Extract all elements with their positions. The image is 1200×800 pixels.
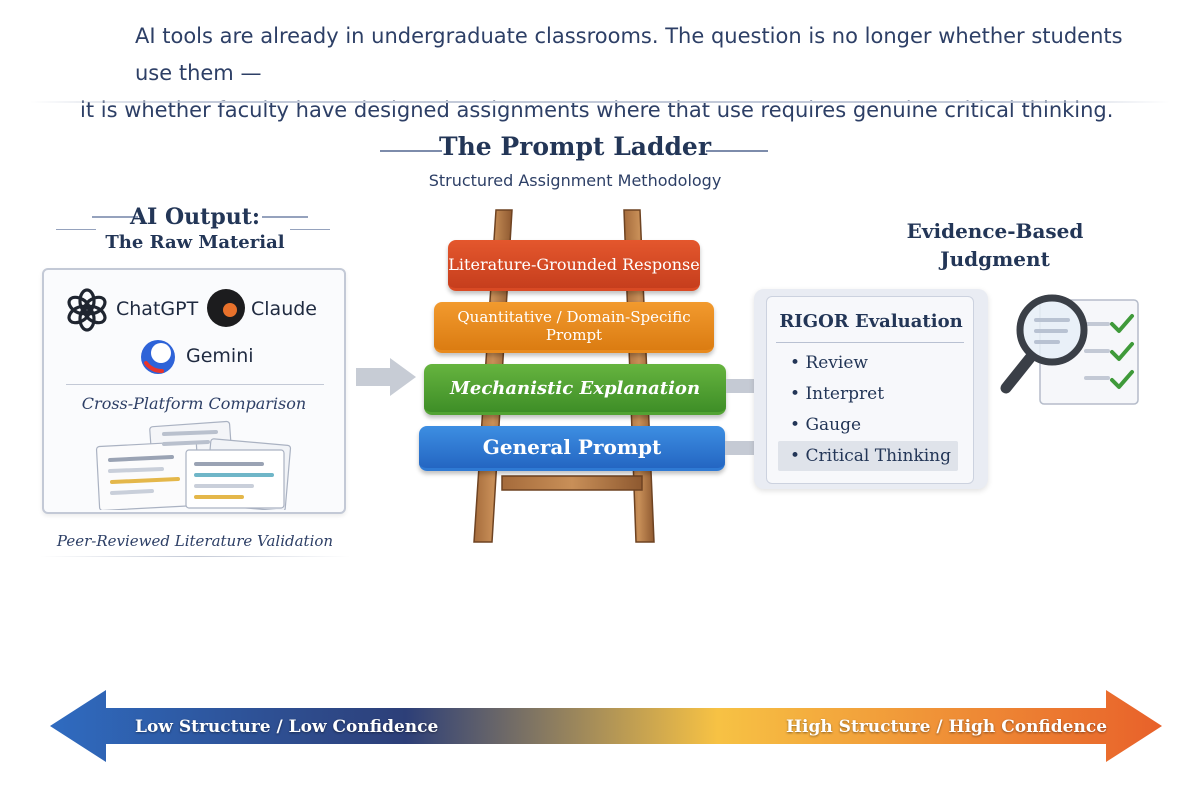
ladder-subtitle: Structured Assignment Methodology: [428, 171, 722, 190]
rigor-item-review: • Review: [790, 353, 868, 373]
evidence-heading-line-2: Judgment: [940, 247, 1050, 271]
ai-panel-divider: [66, 384, 324, 385]
rigor-title-divider: [776, 342, 964, 343]
rigor-item-interpret: • Interpret: [790, 384, 885, 404]
ladder-title: The Prompt Ladder: [438, 132, 712, 161]
spectrum-right-label: High Structure / High Confidence: [786, 717, 1108, 737]
arrow-right-icon: [356, 358, 416, 396]
rung-quantitative: Quantitative / Domain-Specific Prompt: [434, 302, 714, 353]
ai-sub-rule-right: [290, 229, 330, 230]
rung-literature-grounded: Literature-Grounded Response: [448, 240, 700, 291]
ai-title-rule-right: [262, 216, 308, 218]
evidence-judgment-heading: Evidence-Based Judgment: [890, 217, 1100, 273]
intro-line-1: AI tools are already in undergraduate cl…: [135, 24, 1123, 85]
ai-output-title: AI Output:: [129, 204, 260, 230]
gemini-logo-icon: [141, 340, 175, 374]
rigor-title: RIGOR Evaluation: [779, 311, 963, 332]
rigor-item-gauge: • Gauge: [790, 415, 862, 435]
openai-logo-icon: [67, 288, 107, 332]
rigor-item-critical-thinking-label: Critical Thinking: [805, 446, 952, 466]
ai-title-rule-left: [92, 216, 138, 218]
rung-general-prompt: General Prompt: [419, 426, 725, 471]
rigor-item-gauge-label: Gauge: [805, 415, 862, 435]
top-divider: [30, 101, 1170, 103]
magnifier-checklist-icon: [1000, 294, 1139, 405]
title-rule-right: [706, 150, 768, 152]
title-rule-left: [380, 150, 442, 152]
intro-text: AI tools are already in undergraduate cl…: [60, 18, 1140, 129]
intro-line-2: it is whether faculty have designed assi…: [80, 98, 1114, 122]
ai-output-subtitle: The Raw Material: [105, 232, 285, 253]
cross-platform-label: Cross-Platform Comparison: [81, 394, 307, 413]
confidence-spectrum-arrow: [50, 690, 1162, 762]
ladder-bottom-rung: [501, 475, 643, 491]
critical-thinking-highlight: [778, 441, 958, 471]
claude-logo-icon: [207, 289, 245, 327]
rung-mechanistic: Mechanistic Explanation: [424, 364, 726, 415]
rigor-item-interpret-label: Interpret: [805, 384, 885, 404]
rigor-item-review-label: Review: [805, 353, 868, 373]
spectrum-left-label: Low Structure / Low Confidence: [135, 717, 439, 737]
rigor-item-critical-thinking: • Critical Thinking: [790, 446, 952, 466]
ai-sub-rule-left: [56, 229, 96, 230]
gemini-label: Gemini: [186, 345, 254, 367]
claude-label: Claude: [251, 298, 317, 320]
peer-review-label: Peer-Reviewed Literature Validation: [56, 532, 334, 550]
evidence-heading-line-1: Evidence-Based: [906, 219, 1084, 243]
peer-review-underline: [40, 556, 350, 557]
chatgpt-label: ChatGPT: [116, 298, 199, 320]
documents-stack-icon: [95, 420, 292, 510]
